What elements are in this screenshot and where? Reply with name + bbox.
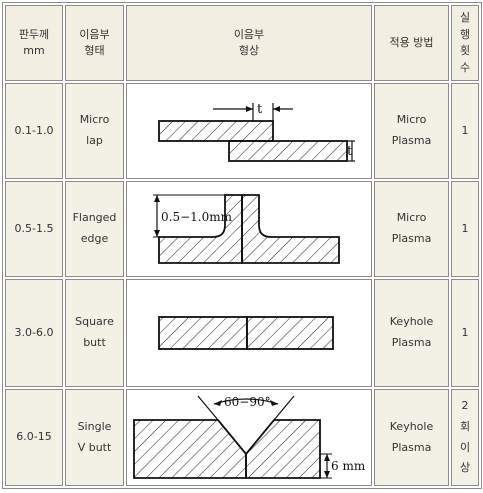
passes-cell: 1 [451, 181, 479, 277]
bottom-plate [228, 140, 348, 162]
left-flange [158, 194, 243, 264]
lap-thickness-label: t [257, 102, 263, 117]
thickness-cell: 0.1-1.0 [5, 83, 63, 179]
plate-thickness-label: t [347, 144, 353, 159]
joint-shape-cell [126, 279, 372, 387]
passes-cell: 1 [451, 83, 479, 179]
flange-height-label: 0.5−1.0mm [161, 210, 233, 224]
top-plate [158, 120, 274, 142]
flanged-edge-joint-drawing: 0.5−1.0mm [153, 194, 340, 264]
root-face-label: 6 mm [331, 459, 366, 473]
right-flange [241, 194, 340, 264]
passes-cell: 1 [451, 279, 479, 387]
micro-lap-joint-drawing: t t [158, 102, 355, 162]
left-plate [158, 316, 248, 350]
thickness-cell: 3.0-6.0 [5, 279, 63, 387]
joint-shape-cell: 60−90° 6 mm [126, 389, 372, 486]
right-plate [246, 316, 334, 350]
square-butt-joint-drawing [158, 316, 334, 350]
single-v-butt-joint-drawing: 60−90° 6 mm [133, 395, 366, 479]
joint-shape-cell: 0.5−1.0mm [126, 181, 372, 277]
left-plate [133, 418, 247, 479]
joint-shape-cell: t t [126, 83, 372, 179]
thickness-cell: 6.0-15 [5, 389, 63, 486]
groove-angle-label: 60−90° [224, 395, 271, 409]
right-plate [245, 418, 321, 479]
header-method: 적용 방법 [374, 5, 449, 81]
thickness-cell: 0.5-1.5 [5, 181, 63, 277]
